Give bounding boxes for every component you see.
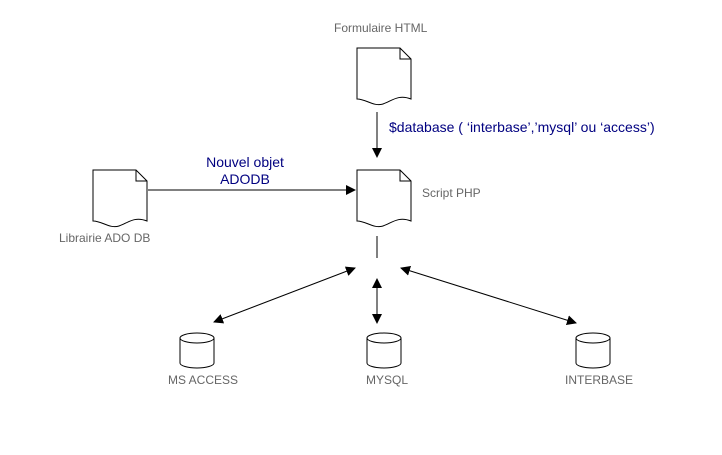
library-document-icon	[92, 169, 148, 228]
interbase-label: INTERBASE	[565, 373, 634, 387]
interbase-database-icon	[575, 332, 611, 369]
library-document-fold	[135, 170, 147, 182]
form-document-fold	[399, 48, 411, 60]
script-interbase-arrow	[400, 265, 577, 326]
library-label: Librairie ADO DB	[59, 231, 151, 245]
ms-access-label: MS ACCESS	[168, 373, 239, 387]
script-document-fold	[399, 170, 411, 182]
form-to-script-edge-label: $database ( ‘interbase’,’mysql’ ou ‘acce…	[389, 119, 655, 135]
form-document-icon	[356, 47, 412, 106]
library-to-script-edge-label-line2: ADODB	[220, 171, 270, 187]
script-access-arrow	[213, 266, 356, 324]
script-label: Script PHP	[422, 186, 481, 200]
mysql-database-icon	[366, 332, 402, 369]
script-document-icon	[356, 169, 412, 228]
ms-access-database-icon	[179, 332, 215, 369]
mysql-label: MYSQL	[366, 373, 409, 387]
library-to-script-edge-label-line1: Nouvel objet	[206, 154, 284, 170]
form-label: Formulaire HTML	[334, 21, 428, 35]
